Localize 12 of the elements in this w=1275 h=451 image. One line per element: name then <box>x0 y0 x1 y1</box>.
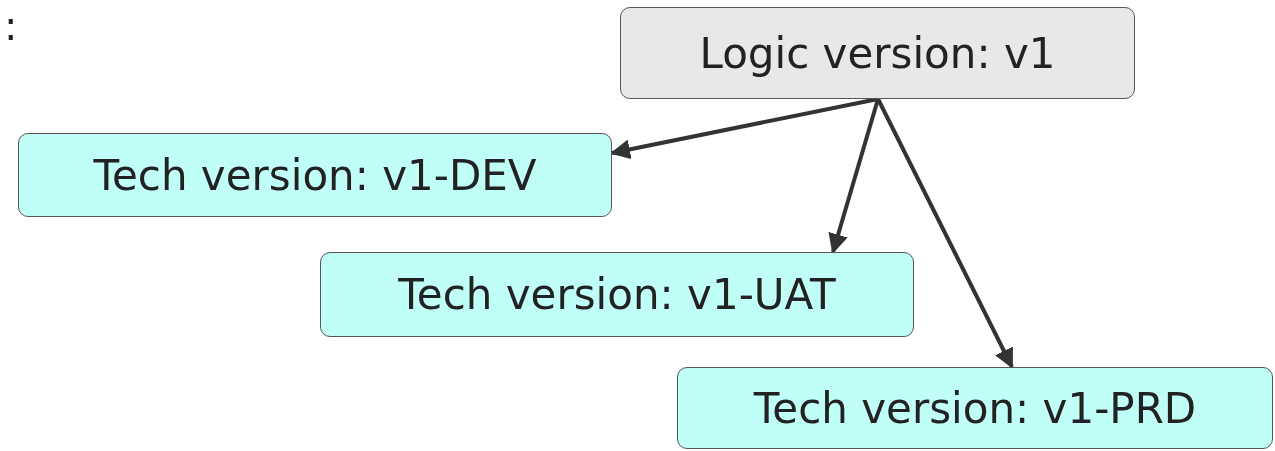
version-box <box>620 7 1135 99</box>
version-box <box>18 133 612 217</box>
arrow <box>828 98 880 254</box>
version-box <box>320 252 914 337</box>
version-box <box>677 367 1273 449</box>
note-text: : <box>4 6 18 46</box>
arrow <box>610 97 879 160</box>
version-label: Tech version: v1-PRD <box>753 383 1197 433</box>
version-label: Tech version: v1-DEV <box>93 150 537 200</box>
version-label: Tech version: v1-UAT <box>398 270 836 319</box>
arrow <box>876 98 1014 369</box>
version-label: Logic version: v1 <box>699 28 1056 78</box>
